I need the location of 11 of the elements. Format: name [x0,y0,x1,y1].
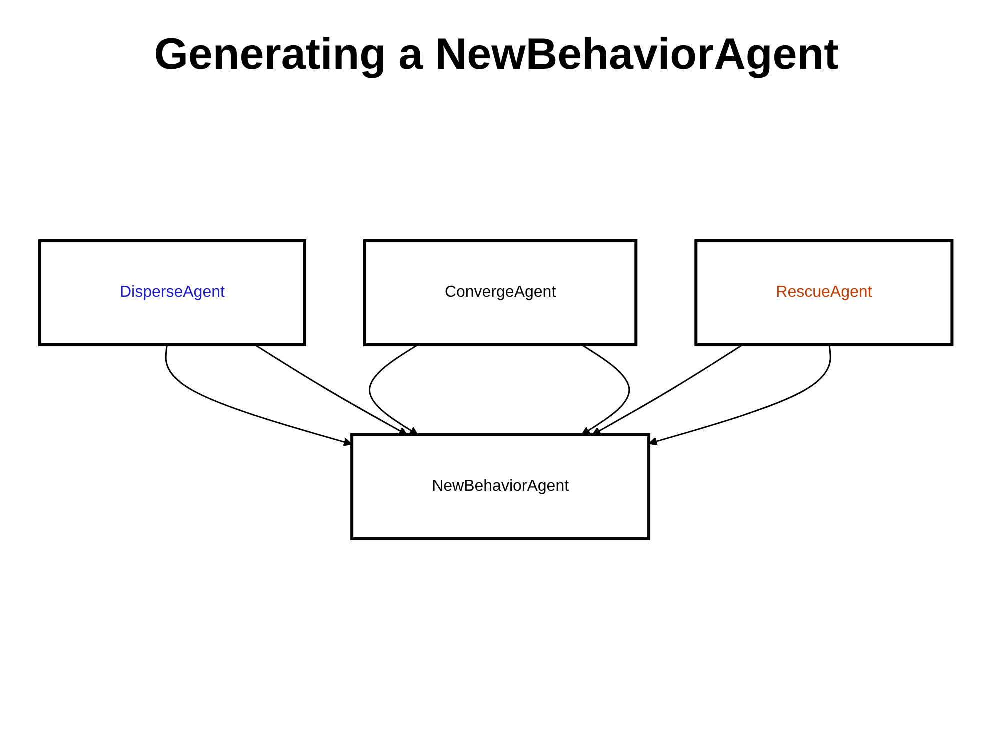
node-box: DisperseAgent [38,240,307,346]
node-box: NewBehaviorAgent [350,434,651,540]
node-box: RescueAgent [695,240,954,346]
arrow [592,344,744,436]
slide-title: Generating a NewBehaviorAgent [153,30,840,80]
arrow [369,344,419,436]
arrow [255,344,408,436]
node-box: ConvergeAgent [364,240,638,346]
arrow [166,344,353,446]
arrow [649,344,832,446]
arrow [582,344,631,436]
